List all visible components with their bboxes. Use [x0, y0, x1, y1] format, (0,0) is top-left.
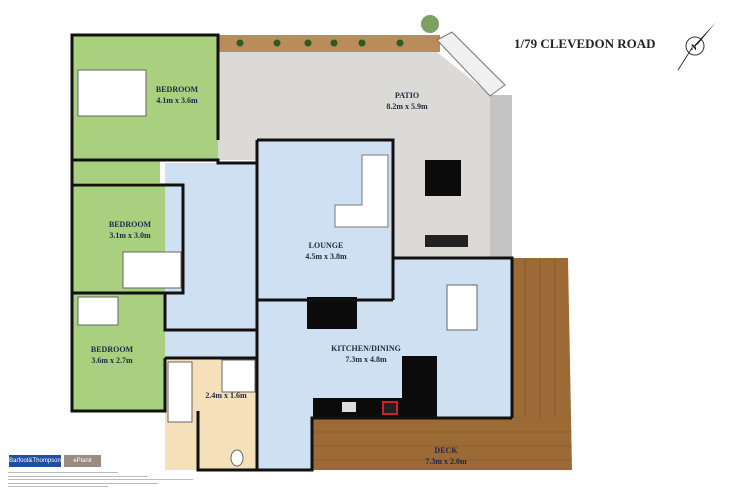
toilet-icon [230, 449, 244, 467]
stone-edge [490, 95, 512, 258]
bbq-icon [425, 235, 468, 247]
bed-icon [77, 296, 119, 326]
bath-icon [167, 361, 193, 423]
patio-area [218, 52, 497, 258]
bench [436, 31, 506, 97]
sink-icon [342, 402, 356, 412]
partner-logo: ePlanit [64, 455, 101, 467]
wardrobe [72, 160, 160, 183]
patio-table-icon [425, 160, 461, 196]
property-address: 1/79 CLEVEDON ROAD [514, 36, 656, 51]
dining-table-icon [446, 284, 478, 331]
room-label-bathroom: 2.4m x 1.6m [205, 391, 247, 400]
laundry [257, 418, 312, 470]
tree-icon [421, 15, 439, 33]
fireplace [307, 297, 357, 329]
shower-icon [221, 359, 256, 393]
deck [312, 258, 572, 470]
hob-icon [382, 401, 398, 415]
svg-text:N: N [691, 43, 697, 52]
planter-bed [218, 35, 440, 52]
agency-logo: Barfoot&Thompson [9, 455, 61, 467]
shrubs [236, 39, 404, 47]
bed-icon [122, 251, 182, 289]
disclaimer-text [8, 470, 208, 489]
sofa-icon [334, 154, 389, 228]
bed-icon [77, 69, 147, 117]
compass-north-icon: N [677, 22, 716, 71]
deck-boards [312, 258, 572, 461]
walls [70, 33, 514, 472]
